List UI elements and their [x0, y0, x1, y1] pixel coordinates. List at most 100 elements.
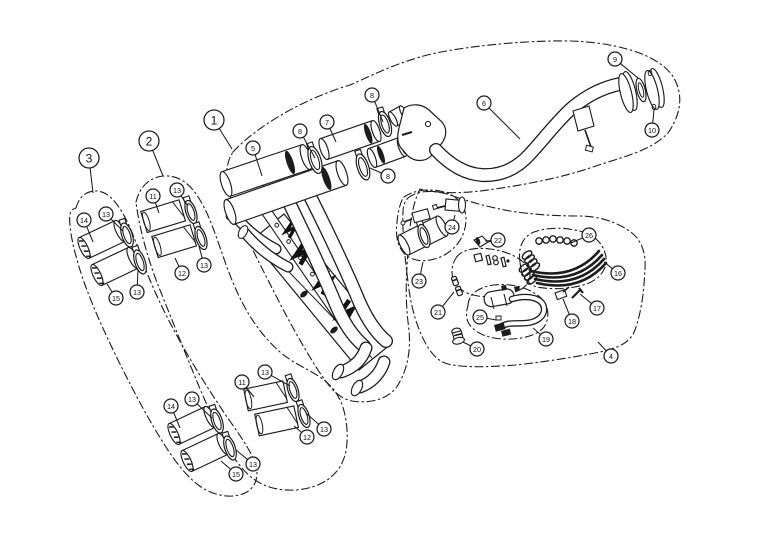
spring-rod-16	[533, 257, 606, 283]
callout-circle	[145, 188, 161, 204]
callout-circle	[316, 421, 332, 437]
harness-connector	[501, 328, 512, 337]
leader-line	[136, 268, 139, 286]
callout-circle	[472, 309, 488, 325]
carbon-hatch	[176, 441, 182, 444]
outlet-opening	[350, 379, 364, 397]
clip-bar	[500, 256, 507, 268]
tip-slant-edge	[286, 407, 298, 424]
collector-bolt	[401, 131, 413, 136]
callout-circle	[564, 313, 580, 329]
callout-number: 7	[325, 118, 329, 127]
clamp-13	[221, 430, 237, 461]
callout-number: 12	[303, 433, 311, 442]
coil-spring	[518, 263, 530, 273]
fitting-flange	[452, 336, 465, 345]
callout-12: 12	[293, 425, 315, 445]
coil-spring	[524, 254, 536, 264]
clamp-outer	[355, 153, 371, 181]
leader-line	[306, 413, 320, 425]
group-label-1: 1	[203, 109, 233, 150]
spring-rod-16	[529, 249, 601, 275]
callout-14: 14	[163, 398, 181, 429]
callout-13: 13	[235, 449, 261, 472]
callout-9: 9	[607, 51, 639, 79]
leader-line	[106, 283, 113, 293]
grommet-21	[450, 275, 460, 287]
clamp-8	[354, 148, 371, 181]
grommet-body	[454, 285, 464, 297]
clamp-inner	[309, 149, 321, 171]
callout-circle	[78, 147, 100, 169]
carbon-hatch	[99, 282, 105, 285]
clamp-13	[284, 373, 300, 403]
clamp-outer	[223, 435, 237, 461]
logo-zigzag	[281, 219, 299, 239]
callout-number: 26	[585, 231, 593, 240]
pipe-open-end	[223, 199, 237, 225]
callout-number: 17	[593, 304, 601, 313]
callout-5: 5	[245, 140, 263, 177]
callout-circle	[76, 212, 92, 228]
box-tip-11	[140, 199, 187, 234]
pipe-open-end	[318, 137, 330, 161]
callout-number: 6	[482, 99, 486, 108]
canister-seam	[490, 296, 495, 310]
callout-number: 2	[146, 135, 153, 149]
bolt-17-head	[578, 287, 584, 294]
callout-number: 25	[476, 313, 484, 322]
weld-mark	[330, 326, 338, 334]
clamp-inner	[122, 225, 132, 245]
carbon-hatch	[184, 458, 190, 460]
leader-line	[173, 412, 181, 429]
leader-line	[620, 63, 639, 79]
grommet-band	[456, 288, 462, 292]
bracket-hole	[310, 271, 315, 277]
tail-pipe-tips	[77, 195, 311, 473]
leader-line	[245, 387, 255, 398]
callout-circle	[98, 206, 114, 222]
clip-bar	[485, 254, 492, 266]
callout-number: 13	[102, 210, 110, 219]
callout-8: 8	[364, 87, 384, 123]
callout-13: 13	[306, 413, 332, 437]
box-tip-12	[254, 405, 300, 437]
pipe-band	[284, 150, 296, 175]
callout-circle	[444, 219, 460, 235]
group1-outline	[225, 40, 681, 403]
clamp-inner	[135, 252, 145, 272]
gasket-9-inner	[637, 82, 645, 98]
bracket-foot	[584, 144, 594, 153]
fitting-rib	[453, 332, 463, 337]
callout-number: 12	[178, 269, 186, 278]
leader-line	[453, 214, 456, 221]
callout-number: 9	[613, 55, 617, 64]
callout-number: 22	[494, 236, 502, 245]
callout-circle	[257, 364, 273, 380]
leader-line	[597, 341, 607, 352]
bracket-pin	[584, 129, 592, 148]
leader-line	[86, 226, 94, 243]
pipe-open-end	[219, 171, 233, 197]
leader-line	[154, 202, 160, 214]
clamp-13	[131, 244, 147, 275]
leader-line	[652, 109, 655, 124]
valve-subgroup-outline	[395, 189, 467, 262]
carbon-hatch	[96, 277, 102, 279]
callouts-layer: 1234567888910111312131413151314131513111…	[76, 51, 660, 482]
canister-seam	[503, 293, 508, 307]
callout-21: 21	[430, 291, 455, 320]
callout-number: 13	[173, 186, 181, 195]
carbon-hatch	[171, 431, 177, 433]
leader-line	[270, 374, 291, 387]
carbon-hatch	[91, 267, 97, 269]
fitting-22-band	[475, 237, 481, 245]
callout-number: 3	[86, 152, 93, 166]
leader-line	[196, 403, 213, 419]
callout-number: 15	[232, 470, 240, 479]
flange-10	[644, 69, 660, 111]
bolt-17	[571, 289, 581, 299]
clamp-outer	[194, 225, 208, 251]
leader-line	[488, 107, 521, 140]
